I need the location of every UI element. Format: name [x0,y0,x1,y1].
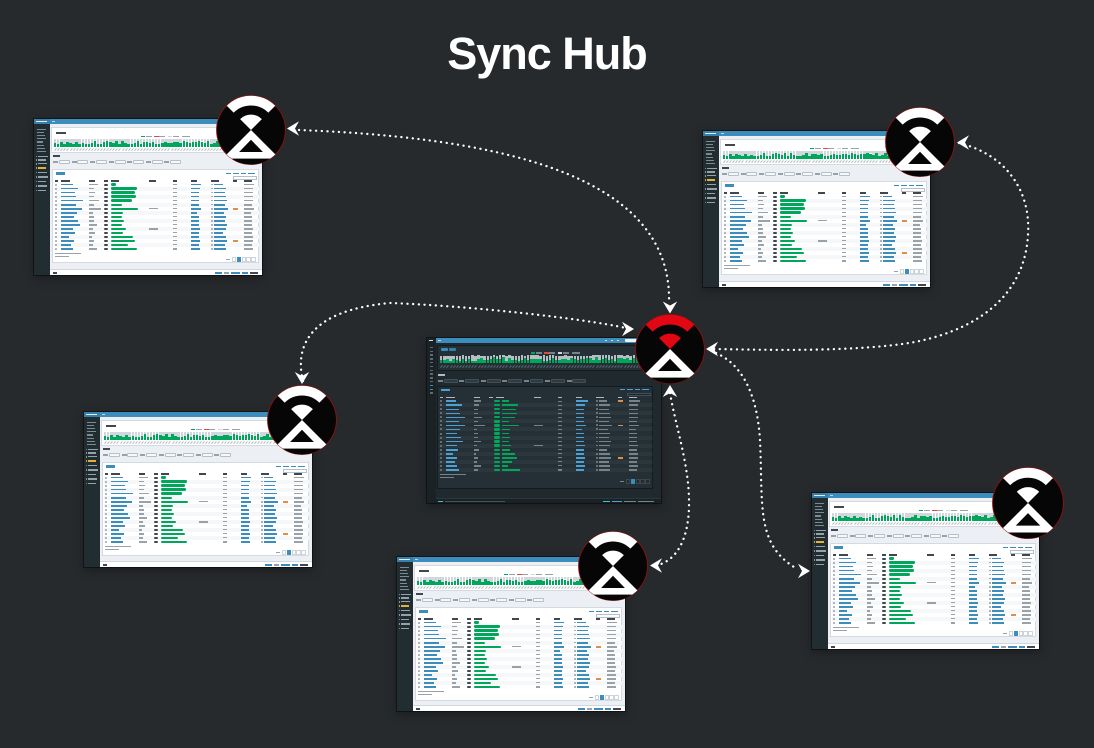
footer [719,281,930,287]
devices-table-panel [415,607,623,701]
arrowhead [650,558,662,573]
sidebar [34,124,50,275]
presence-chart-panel [829,501,1036,527]
filters-label [416,593,423,595]
presence-chart-panel [51,127,259,153]
sidebar [812,498,828,649]
app-window-top-right [703,131,930,287]
app-window-bottom-middle [397,557,625,711]
devices-table-panel [437,385,653,489]
sidebar [84,417,100,567]
presence-chart-panel [437,345,648,371]
edge-topleft-hub [297,128,671,305]
app-window-hub [427,338,661,503]
footer [828,643,1039,649]
navbar [812,493,1039,498]
filters-label [831,529,838,531]
arrowhead [957,135,969,150]
presence-chart-panel [101,420,309,446]
devices-table-panel [830,543,1037,637]
navbar [397,557,625,562]
navbar [34,119,262,124]
filters-label [722,167,729,169]
arrowhead [294,372,310,384]
app-window-bottom-right [812,493,1039,649]
navbar [703,131,930,136]
devices-table-panel [52,169,260,263]
filters-label [103,448,110,450]
devices-table-panel [721,181,928,275]
filters-label [438,374,445,376]
edge-hub-bottomright [714,351,796,569]
navbar [427,338,661,343]
footer [50,269,262,275]
devices-table-panel [102,462,310,556]
footer [100,561,312,567]
arrowhead [287,121,299,136]
footer [413,705,625,711]
arrowhead [622,321,634,337]
page-title: Sync Hub [447,28,648,79]
presence-chart-panel [720,139,927,165]
footer [436,498,661,503]
edge-bottommiddle-hub [656,391,691,567]
sidebar [427,342,436,503]
arrowhead [662,385,678,397]
sidebar [397,562,413,711]
filters-label [53,155,60,157]
arrowhead [706,341,718,357]
arrowhead [798,563,810,579]
presence-chart-panel [414,565,622,591]
app-window-mid-left [84,412,312,567]
sidebar [703,136,719,287]
app-window-top-left [34,119,262,275]
navbar [84,412,312,417]
arrowhead [662,301,678,314]
